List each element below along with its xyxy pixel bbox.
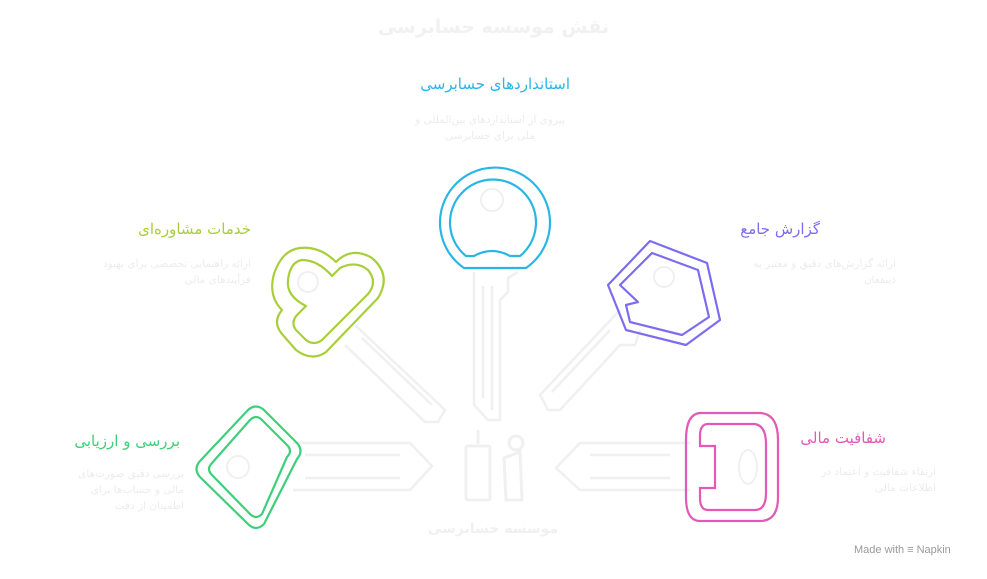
center-lock-icon (464, 430, 525, 502)
brand-name: Napkin (916, 544, 951, 556)
key-head-reporting (606, 239, 722, 347)
key-shaft-review (293, 441, 434, 492)
node-label-advisory: خدمات مشاوره‌ای (138, 220, 251, 238)
center-label: موسسه حسابرسی (427, 521, 559, 537)
node-label-transparency: شفافیت مالی (800, 429, 886, 447)
key-hole (297, 271, 319, 293)
key-head-standards (438, 166, 552, 270)
key-hole (226, 455, 250, 479)
key-head-advisory (271, 246, 385, 358)
key-shaft-transparency (554, 441, 690, 492)
node-desc-reporting: ارائه گزارش‌های دقیق و معتبر به ذینفعان (753, 258, 896, 286)
made-with-napkin: Made with ≡ Napkin (854, 544, 951, 556)
diagram-title: نقش موسسه حسابرسی (377, 16, 610, 38)
made-with-text: Made with (854, 544, 905, 556)
node-label-standards: استانداردهای حسابرسی (420, 75, 570, 93)
key-hole (653, 266, 675, 288)
napkin-logo-icon: ≡ (907, 544, 914, 556)
key-head-transparency (684, 411, 780, 523)
node-desc-advisory: ارائه راهنمایی تخصصی برای بهبود فرآیندها… (103, 258, 251, 286)
key-hole (480, 188, 504, 212)
key-shaft-reporting (538, 309, 642, 412)
key-hole (738, 449, 758, 485)
node-label-reporting: گزارش جامع (740, 220, 820, 238)
node-desc-review: بررسی دقیق صورت‌های مالی و حساب‌ها برای … (78, 468, 184, 512)
key-shaft-standards (472, 270, 519, 422)
node-label-review: بررسی و ارزیابی (74, 432, 180, 450)
node-desc-standards: پیروی از استانداردهای بین‌المللی و ملی ب… (415, 114, 565, 142)
key-head-review (195, 405, 302, 530)
key-shaft-advisory (344, 324, 447, 424)
node-desc-transparency: ارتقاء شفافیت و اعتماد در اطلاعات مالی (821, 466, 936, 494)
